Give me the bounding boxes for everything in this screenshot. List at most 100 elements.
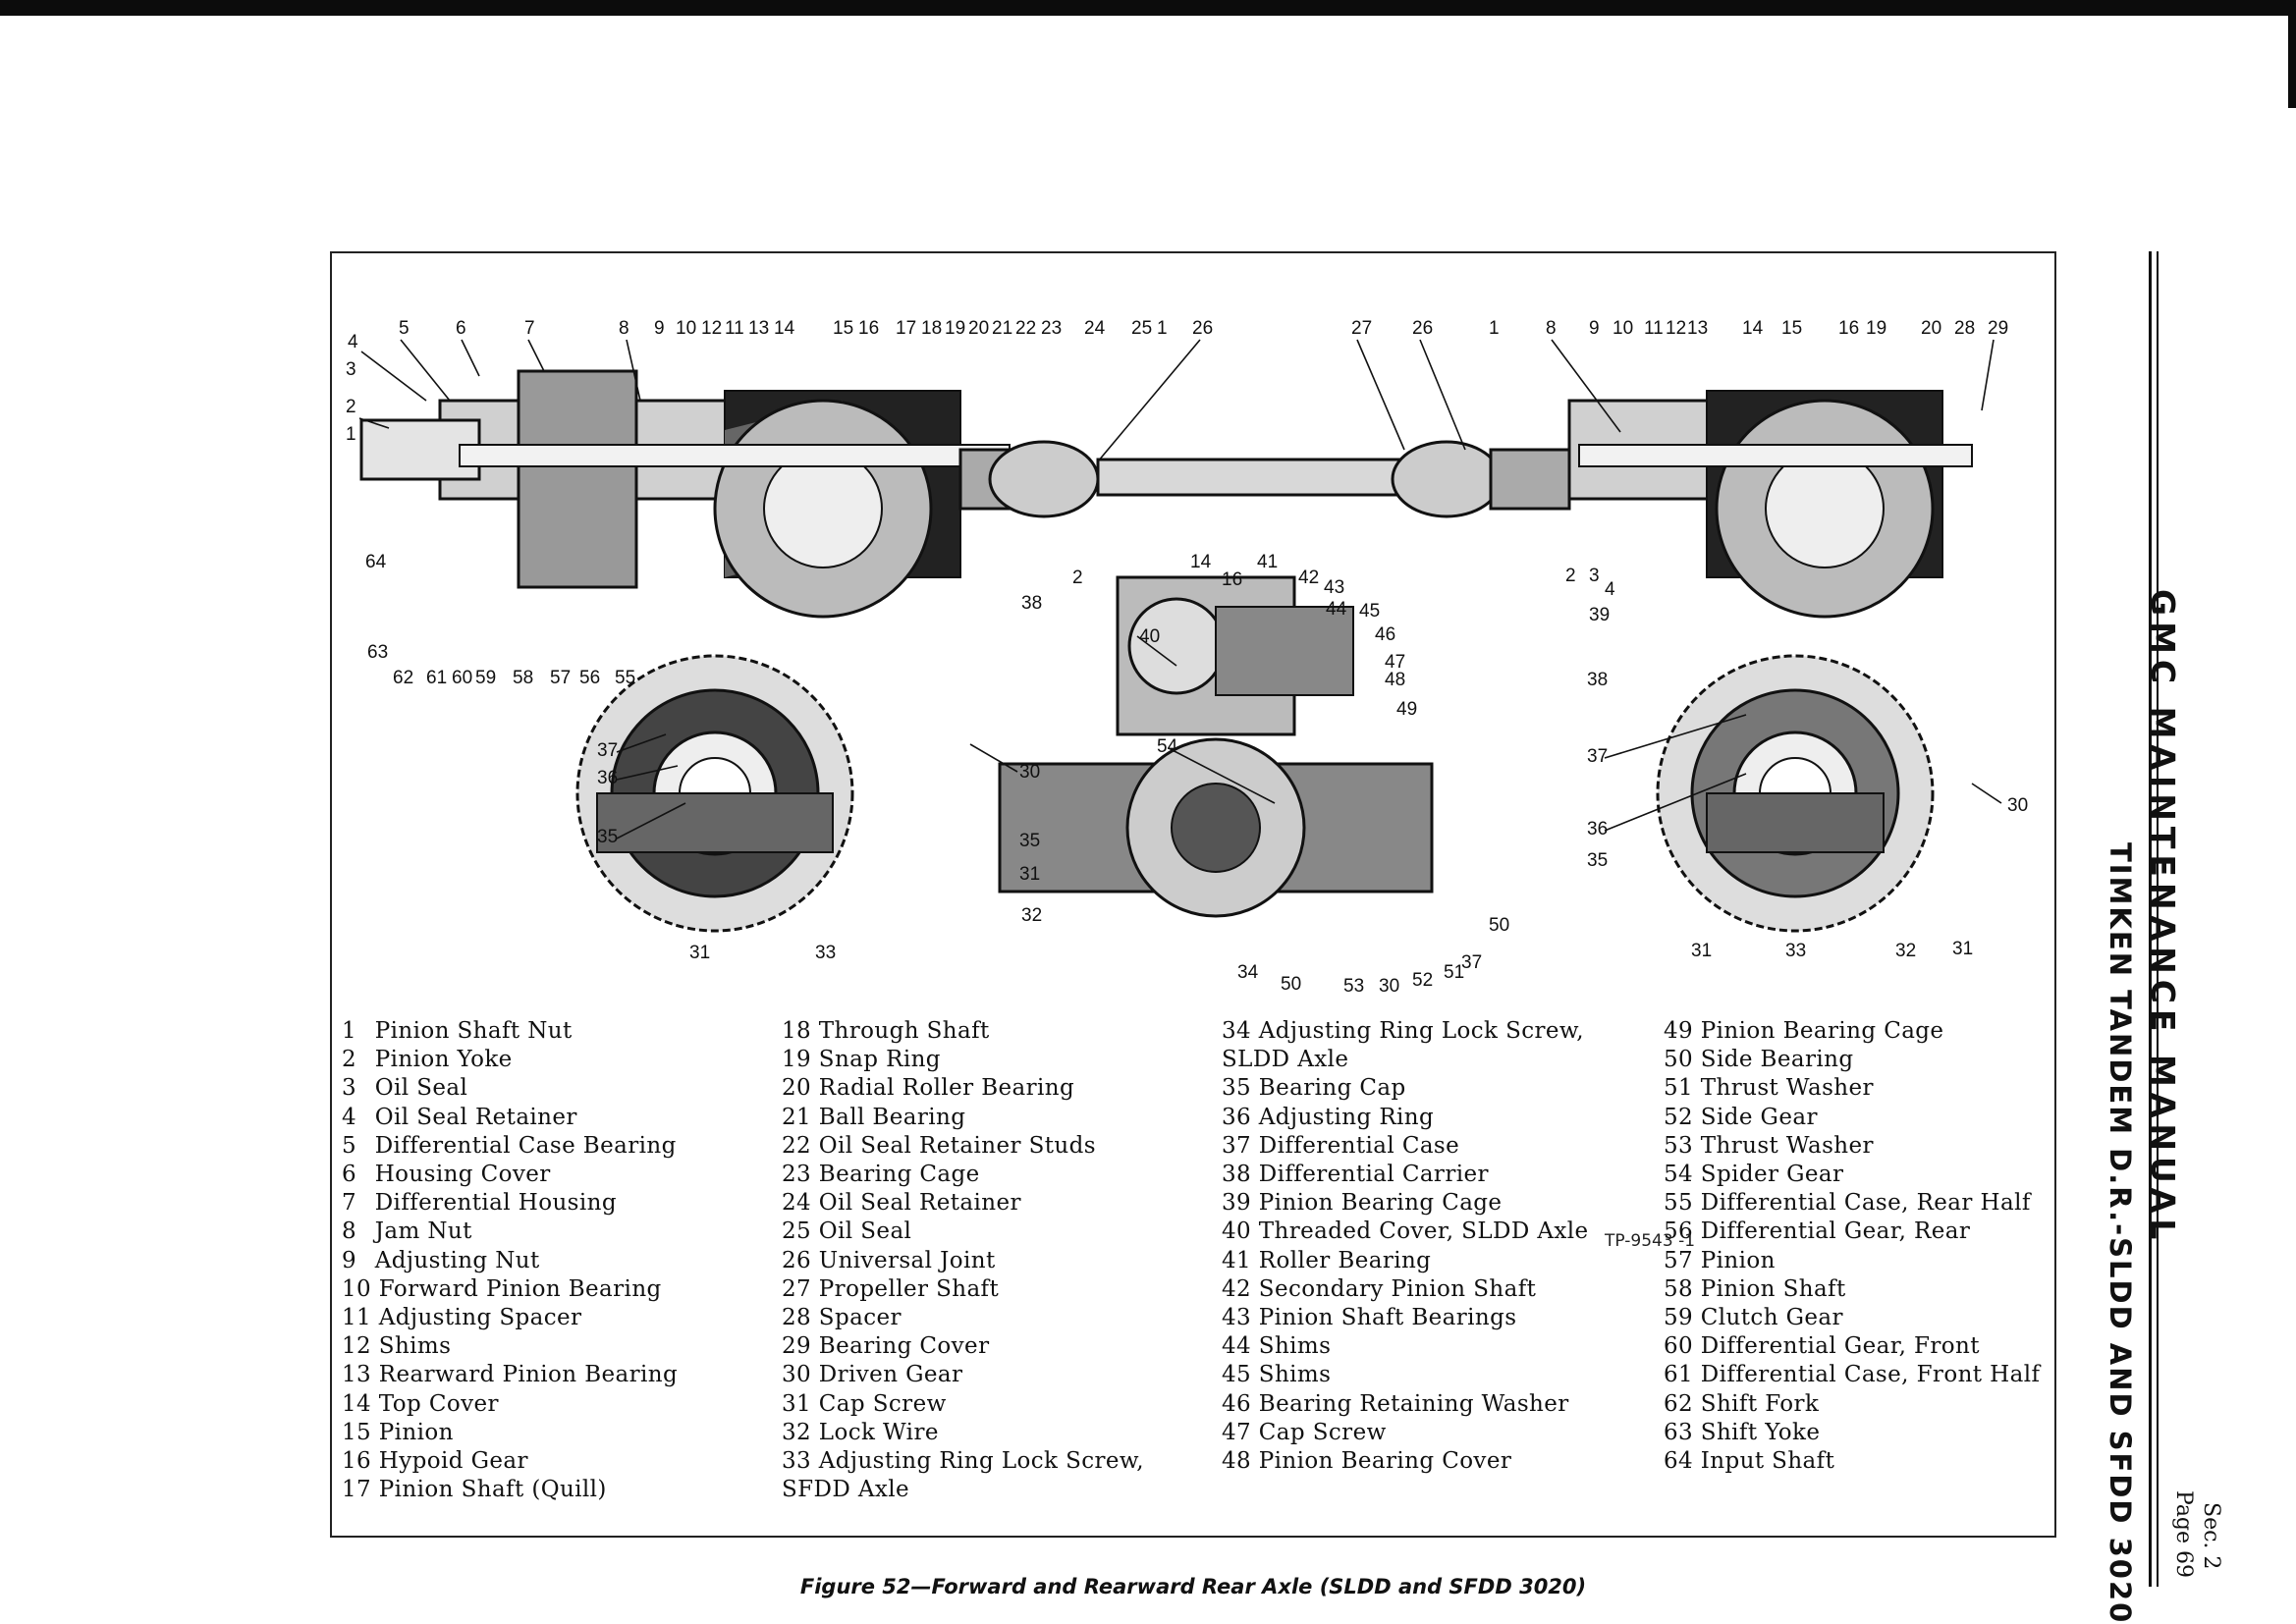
callout: 29 bbox=[1988, 318, 2008, 339]
legend-item: 10 Forward Pinion Bearing bbox=[342, 1275, 662, 1302]
callout: 37 bbox=[597, 740, 618, 761]
callout: 1 bbox=[346, 424, 356, 445]
legend-item: 8 Jam Nut bbox=[342, 1218, 472, 1245]
axle-cutaway-diagram: 4 5 6 7 8 9 10 12 11 13 14 15 16 17 18 1… bbox=[332, 253, 2054, 1000]
callouts-right-top: 27 26 1 8 9 10 11 12 13 14 15 16 19 20 2… bbox=[1351, 318, 2008, 339]
callout: 20 bbox=[1921, 318, 1941, 339]
callout: 28 bbox=[1954, 318, 1975, 339]
callouts-right-gear: 2 3 4 39 38 37 36 35 31 33 32 31 30 bbox=[1565, 566, 2028, 961]
legend-item-continuation: SFDD Axle bbox=[782, 1477, 910, 1503]
callout: 32 bbox=[1021, 905, 1042, 926]
legend-item: 29 Bearing Cover bbox=[782, 1333, 990, 1360]
callout: 53 bbox=[1343, 976, 1364, 997]
callout: 14 bbox=[774, 318, 795, 339]
callout: 17 bbox=[896, 318, 916, 339]
legend-item: 5 Differential Case Bearing bbox=[342, 1132, 677, 1159]
callout: 27 bbox=[1351, 318, 1372, 339]
legend-item: 59 Clutch Gear bbox=[1664, 1305, 1843, 1331]
callout: 2 bbox=[1565, 566, 1576, 586]
legend-item: 26 Universal Joint bbox=[782, 1247, 996, 1273]
legend-item: 56 Differential Gear, Rear bbox=[1664, 1218, 1971, 1245]
callout: 34 bbox=[1237, 962, 1259, 983]
legend-item: 28 Spacer bbox=[782, 1305, 902, 1331]
callouts-center: 14 16 41 42 43 44 45 46 47 48 49 40 54 5… bbox=[1139, 552, 1509, 997]
parts-legend: 1 Pinion Shaft Nut 2 Pinion Yoke 3 Oil S… bbox=[342, 1017, 2054, 1508]
callout: 11 bbox=[1644, 318, 1664, 339]
legend-item: 52 Side Gear bbox=[1664, 1104, 1818, 1130]
legend-item: 64 Input Shaft bbox=[1664, 1448, 1835, 1475]
section-label: Sec. 2 bbox=[2199, 1502, 2223, 1570]
legend-item-continuation: SLDD Axle bbox=[1222, 1047, 1349, 1073]
legend-item: 40 Threaded Cover, SLDD Axle bbox=[1222, 1218, 1589, 1245]
callout: 4 bbox=[348, 332, 358, 352]
callout: 61 bbox=[426, 668, 447, 688]
legend-item: 49 Pinion Bearing Cage bbox=[1664, 1018, 1944, 1044]
legend-item: 45 Shims bbox=[1222, 1362, 1332, 1388]
callout: 48 bbox=[1385, 670, 1405, 690]
legend-column-4: 49 Pinion Bearing Cage 50 Side Bearing 5… bbox=[1664, 1017, 2086, 1476]
callout: 32 bbox=[1895, 941, 1916, 961]
callout: 1 bbox=[1157, 318, 1168, 339]
callout: 8 bbox=[619, 318, 629, 339]
callout: 35 bbox=[597, 827, 618, 847]
callout: 38 bbox=[1021, 593, 1042, 614]
callout: 26 bbox=[1192, 318, 1213, 339]
callout: 14 bbox=[1190, 552, 1212, 572]
callout: 31 bbox=[689, 943, 710, 963]
callout: 16 bbox=[1222, 569, 1242, 590]
legend-item: 1 Pinion Shaft Nut bbox=[342, 1018, 573, 1044]
callout: 10 bbox=[1613, 318, 1633, 339]
callout: 30 bbox=[2007, 795, 2028, 816]
callout: 37 bbox=[1587, 746, 1608, 767]
callout: 24 bbox=[1084, 318, 1106, 339]
callout: 33 bbox=[1785, 941, 1806, 961]
callouts-left-gear: 37 36 35 31 33 30 35 31 32 38 2 bbox=[597, 568, 1083, 963]
legend-item: 17 Pinion Shaft (Quill) bbox=[342, 1477, 607, 1503]
callouts-left-top: 4 5 6 7 8 9 10 12 11 13 14 15 16 17 18 1… bbox=[348, 318, 1213, 352]
legend-item: 58 Pinion Shaft bbox=[1664, 1275, 1846, 1302]
callout: 47 bbox=[1385, 652, 1405, 673]
callout: 31 bbox=[1952, 939, 1973, 959]
legend-item: 63 Shift Yoke bbox=[1664, 1419, 1821, 1445]
callout: 22 bbox=[1015, 318, 1036, 339]
callout: 31 bbox=[1019, 864, 1040, 885]
legend-item: 30 Driven Gear bbox=[782, 1362, 963, 1388]
legend-item: 6 Housing Cover bbox=[342, 1162, 551, 1188]
scan-right-edge bbox=[2288, 0, 2296, 108]
side-rule bbox=[2149, 251, 2152, 1587]
center-differential-inset bbox=[998, 575, 1434, 918]
legend-item: 34 Adjusting Ring Lock Screw, bbox=[1222, 1018, 1585, 1044]
callout: 36 bbox=[1587, 819, 1608, 839]
callout: 50 bbox=[1489, 915, 1509, 936]
callout: 35 bbox=[1587, 850, 1608, 871]
callout: 10 bbox=[676, 318, 696, 339]
callout: 3 bbox=[1589, 566, 1600, 586]
callout: 5 bbox=[399, 318, 410, 339]
legend-item: 38 Differential Carrier bbox=[1222, 1162, 1489, 1188]
legend-item: 61 Differential Case, Front Half bbox=[1664, 1362, 2041, 1388]
manual-title: GMC MAINTENANCE MANUAL bbox=[2144, 589, 2182, 1246]
scan-top-border bbox=[0, 0, 2296, 16]
callout: 46 bbox=[1375, 624, 1395, 645]
legend-item: 36 Adjusting Ring bbox=[1222, 1104, 1435, 1130]
legend-item: 39 Pinion Bearing Cage bbox=[1222, 1190, 1503, 1217]
callout: 25 bbox=[1131, 318, 1152, 339]
legend-item: 15 Pinion bbox=[342, 1419, 454, 1445]
propeller-shaft bbox=[958, 440, 1571, 518]
callout: 6 bbox=[456, 318, 466, 339]
legend-item: 31 Cap Screw bbox=[782, 1390, 947, 1417]
callout: 43 bbox=[1324, 577, 1344, 598]
legend-item: 46 Bearing Retaining Washer bbox=[1222, 1390, 1569, 1417]
callout: 58 bbox=[513, 668, 533, 688]
callout: 49 bbox=[1396, 699, 1417, 720]
legend-item: 53 Thrust Washer bbox=[1664, 1132, 1874, 1159]
legend-column-3: 34 Adjusting Ring Lock Screw, SLDD Axle … bbox=[1222, 1017, 1644, 1476]
callout: 19 bbox=[1866, 318, 1886, 339]
legend-item: 35 Bearing Cap bbox=[1222, 1075, 1406, 1102]
callout: 59 bbox=[475, 668, 496, 688]
manual-subtitle: TIMKEN TANDEM D.R.-SLDD AND SFDD 3020 bbox=[2104, 842, 2137, 1624]
legend-item: 9 Adjusting Nut bbox=[342, 1247, 540, 1273]
callout: 20 bbox=[968, 318, 989, 339]
legend-item: 25 Oil Seal bbox=[782, 1218, 912, 1245]
figure-frame: 4 5 6 7 8 9 10 12 11 13 14 15 16 17 18 1… bbox=[330, 251, 2056, 1538]
